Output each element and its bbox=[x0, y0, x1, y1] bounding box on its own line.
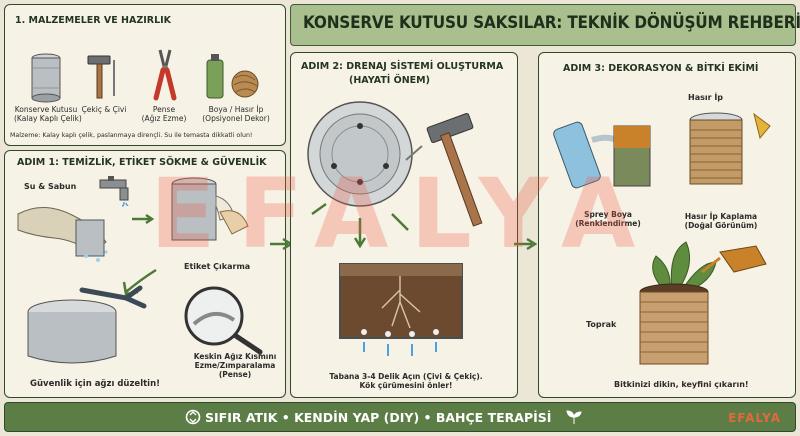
spray-label: Sprey Boya (Renklendirme) bbox=[566, 210, 650, 228]
recycle-icon bbox=[185, 409, 201, 425]
spray-label-line1: Sprey Boya bbox=[584, 210, 632, 219]
rope-wrap-can-icon bbox=[689, 112, 771, 185]
material-hammer-name: Çekiç & Çivi bbox=[81, 105, 127, 114]
material-paint-rope-name: Boya / Hasır İp bbox=[208, 105, 264, 114]
material-can: Konserve Kutusu (Kalay Kaplı Çelik) bbox=[14, 105, 82, 123]
soil-cross-section-icon bbox=[339, 263, 463, 356]
crush-label-line2: Ezme/Zımparalama bbox=[194, 361, 276, 370]
can-icon bbox=[31, 53, 61, 103]
material-can-detail: (Kalay Kaplı Çelik) bbox=[14, 114, 82, 123]
title-banner: KONSERVE KUTUSU SAKSILAR: TEKNİK DÖNÜŞÜM… bbox=[290, 4, 800, 46]
material-paint-rope: Boya / Hasır İp (Opsiyonel Dekor) bbox=[198, 105, 274, 123]
spray-rope-icon bbox=[206, 54, 259, 99]
step2-heading-line1: ADIM 2: DRENAJ SİSTEMİ OLUŞTURMA bbox=[301, 61, 504, 72]
tap-icon bbox=[99, 176, 129, 207]
label-removal-icon bbox=[171, 177, 249, 241]
material-paint-rope-detail: (Opsiyonel Dekor) bbox=[202, 114, 270, 123]
washing-hands-icon bbox=[17, 207, 108, 262]
potted-plant-icon bbox=[639, 241, 767, 365]
footer-text: SIFIR ATIK • KENDİN YAP (DIY) • BAHÇE TE… bbox=[205, 410, 552, 425]
page-title: KONSERVE KUTUSU SAKSILAR: TEKNİK DÖNÜŞÜM… bbox=[303, 13, 800, 33]
footer-bar: SIFIR ATIK • KENDİN YAP (DIY) • BAHÇE TE… bbox=[4, 402, 796, 432]
final-text: Bitkinizi dikin, keyfini çıkarın! bbox=[614, 380, 749, 389]
brand-logo: EFALYA bbox=[728, 411, 781, 425]
sprout-icon bbox=[566, 410, 582, 424]
materials-heading: 1. MALZEMELER VE HAZIRLIK bbox=[15, 15, 172, 26]
material-pliers-detail: (Ağız Ezme) bbox=[141, 114, 187, 123]
drainage-caption: Tabana 3-4 Delik Açın (Çivi & Çekiç). Kö… bbox=[306, 372, 506, 390]
drainage-caption-line2: Kök çürümesini önler! bbox=[359, 381, 453, 390]
step2-heading-line2: (HAYATİ ÖNEM) bbox=[349, 75, 430, 86]
magnifier-icon bbox=[184, 286, 263, 355]
rope-wrap-label: Hasır İp Kaplama (Doğal Görünüm) bbox=[676, 212, 766, 230]
label-removal-text: Etiket Çıkarma bbox=[184, 262, 251, 271]
rope-wrap-line2: (Doğal Görünüm) bbox=[684, 221, 758, 230]
can-base-holes-icon bbox=[307, 101, 413, 207]
step1-heading: ADIM 1: TEMİZLİK, ETİKET SÖKME & GÜVENLİ… bbox=[17, 157, 267, 168]
crush-label-line3: (Pense) bbox=[218, 370, 252, 379]
safety-text: Güvenlik için ağzı düzeltin! bbox=[30, 379, 161, 389]
green-arrows-icon bbox=[311, 202, 409, 249]
arrow-panel2-to-3-icon bbox=[514, 237, 538, 251]
crush-label: Keskin Ağız Kısmını Ezme/Zımparalama (Pe… bbox=[190, 352, 280, 379]
drainage-caption-line1: Tabana 3-4 Delik Açın (Çivi & Çekiç). bbox=[329, 372, 483, 381]
material-can-name: Konserve Kutusu bbox=[14, 105, 78, 114]
spray-label-line2: (Renklendirme) bbox=[575, 219, 641, 228]
arrow-right-icon bbox=[132, 213, 155, 225]
rope-wrap-line1: Hasır İp Kaplama bbox=[684, 212, 758, 221]
rope-label: Hasır İp bbox=[688, 93, 724, 102]
hammer-nail-icon bbox=[405, 113, 483, 227]
materials-note: Malzeme: Kalay kaplı çelik, paslanmaya d… bbox=[10, 132, 253, 139]
water-soap-label: Su & Sabun bbox=[24, 182, 77, 191]
crush-label-line1: Keskin Ağız Kısmını bbox=[193, 352, 277, 361]
material-hammer: Çekiç & Çivi bbox=[76, 105, 132, 114]
material-pliers: Pense (Ağız Ezme) bbox=[136, 105, 192, 123]
crushing-can-icon bbox=[27, 285, 147, 364]
step3-heading: ADIM 3: DEKORASYON & BİTKİ EKİMİ bbox=[563, 63, 759, 74]
soil-label: Toprak bbox=[586, 320, 617, 329]
spray-paint-icon bbox=[553, 121, 651, 189]
material-pliers-name: Pense bbox=[152, 105, 176, 114]
hammer-icon bbox=[87, 55, 115, 99]
pliers-icon bbox=[153, 49, 177, 101]
